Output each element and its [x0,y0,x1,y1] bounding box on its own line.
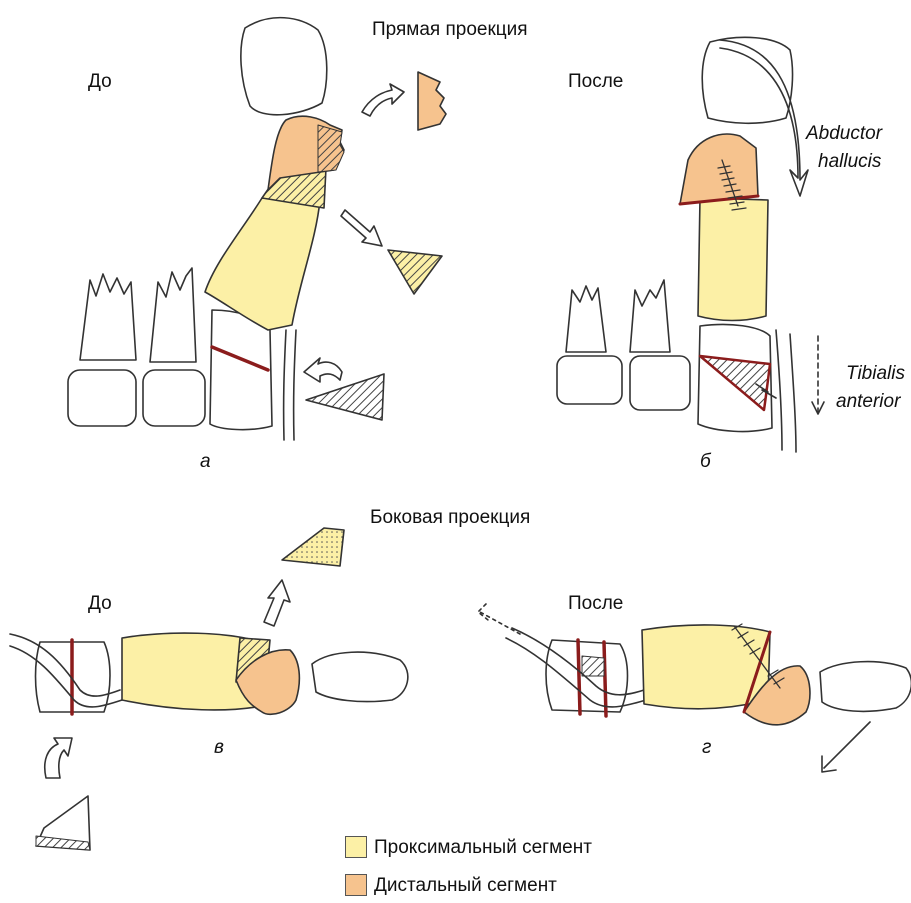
lesser-metatarsal-1 [80,274,136,360]
distal-phalanx-bone [241,18,327,115]
arrow-down-d [824,722,870,768]
panel-b-frontal-after [557,37,824,452]
legend-label-distal: Дистальный сегмент [374,876,557,895]
proximal-segment-d [642,625,770,709]
caption-before-c: До [88,594,112,613]
dotted-arrow-d [480,612,520,634]
caption-after-b: После [568,72,623,91]
caption-after-d: После [568,594,623,613]
yellow-wedge-removed [388,250,442,294]
title-lateral-projection: Боковая проекция [370,508,530,527]
lesser-metatarsal-2 [150,268,196,362]
orange-wedge-removed [418,72,446,130]
proximal-segment-b [698,198,768,321]
cuneiform-1-b [557,356,622,404]
muscle-abductor-line2: hallucis [818,152,881,171]
title-frontal-projection: Прямая проекция [372,20,528,39]
curved-arrow-up-c [45,738,72,778]
muscle-abductor-line1: Abductor [806,124,882,143]
distal-phalanx-c [312,652,408,701]
cuneiform-2 [143,370,205,426]
caption-before-a: До [88,72,112,91]
distal-hatch-a [318,125,344,172]
panel-letter-c: в [214,738,224,757]
dotted-arrowhead-d [478,604,488,620]
cut-line-d1 [578,640,580,714]
muscle-tibialis-line1: Tibialis [846,364,905,383]
cuneiform-1 [68,370,136,426]
tendon-d [506,628,646,707]
cut-line-d2 [604,642,606,716]
dotted-wedge-removed [282,528,344,566]
panel-letter-d: г [702,738,711,757]
muscle-tibialis-line2: anterior [836,392,900,411]
panel-c-lateral-before [10,528,408,850]
tibialis-tendon-b [776,330,796,452]
cuneiform-2-b [630,356,690,410]
panel-letter-b: б [700,452,711,471]
legend-swatch-proximal [345,836,367,858]
arrow-up-c [264,580,290,626]
panel-a-frontal-before [68,18,446,440]
grey-wedge-inserted [700,356,770,410]
tibialis-tendon-a [284,330,296,440]
cut-line-a [212,347,268,370]
grey-wedge-inserted-d [582,656,604,676]
panel-letter-a: а [200,452,211,471]
straight-arrow-down-a [341,210,382,246]
distal-segment-b [680,134,758,204]
curved-arrow-up-a [362,84,404,116]
curved-arrow-left-a [304,358,342,382]
lesser-metatarsal-1-b [566,286,606,352]
distal-phalanx-d [820,662,911,712]
lesser-metatarsal-2-b [630,280,670,352]
legend-swatch-distal [345,874,367,896]
distal-phalanx-bone-b [702,37,792,123]
panel-d-lateral-after [478,604,911,772]
legend-label-proximal: Проксимальный сегмент [374,838,592,857]
